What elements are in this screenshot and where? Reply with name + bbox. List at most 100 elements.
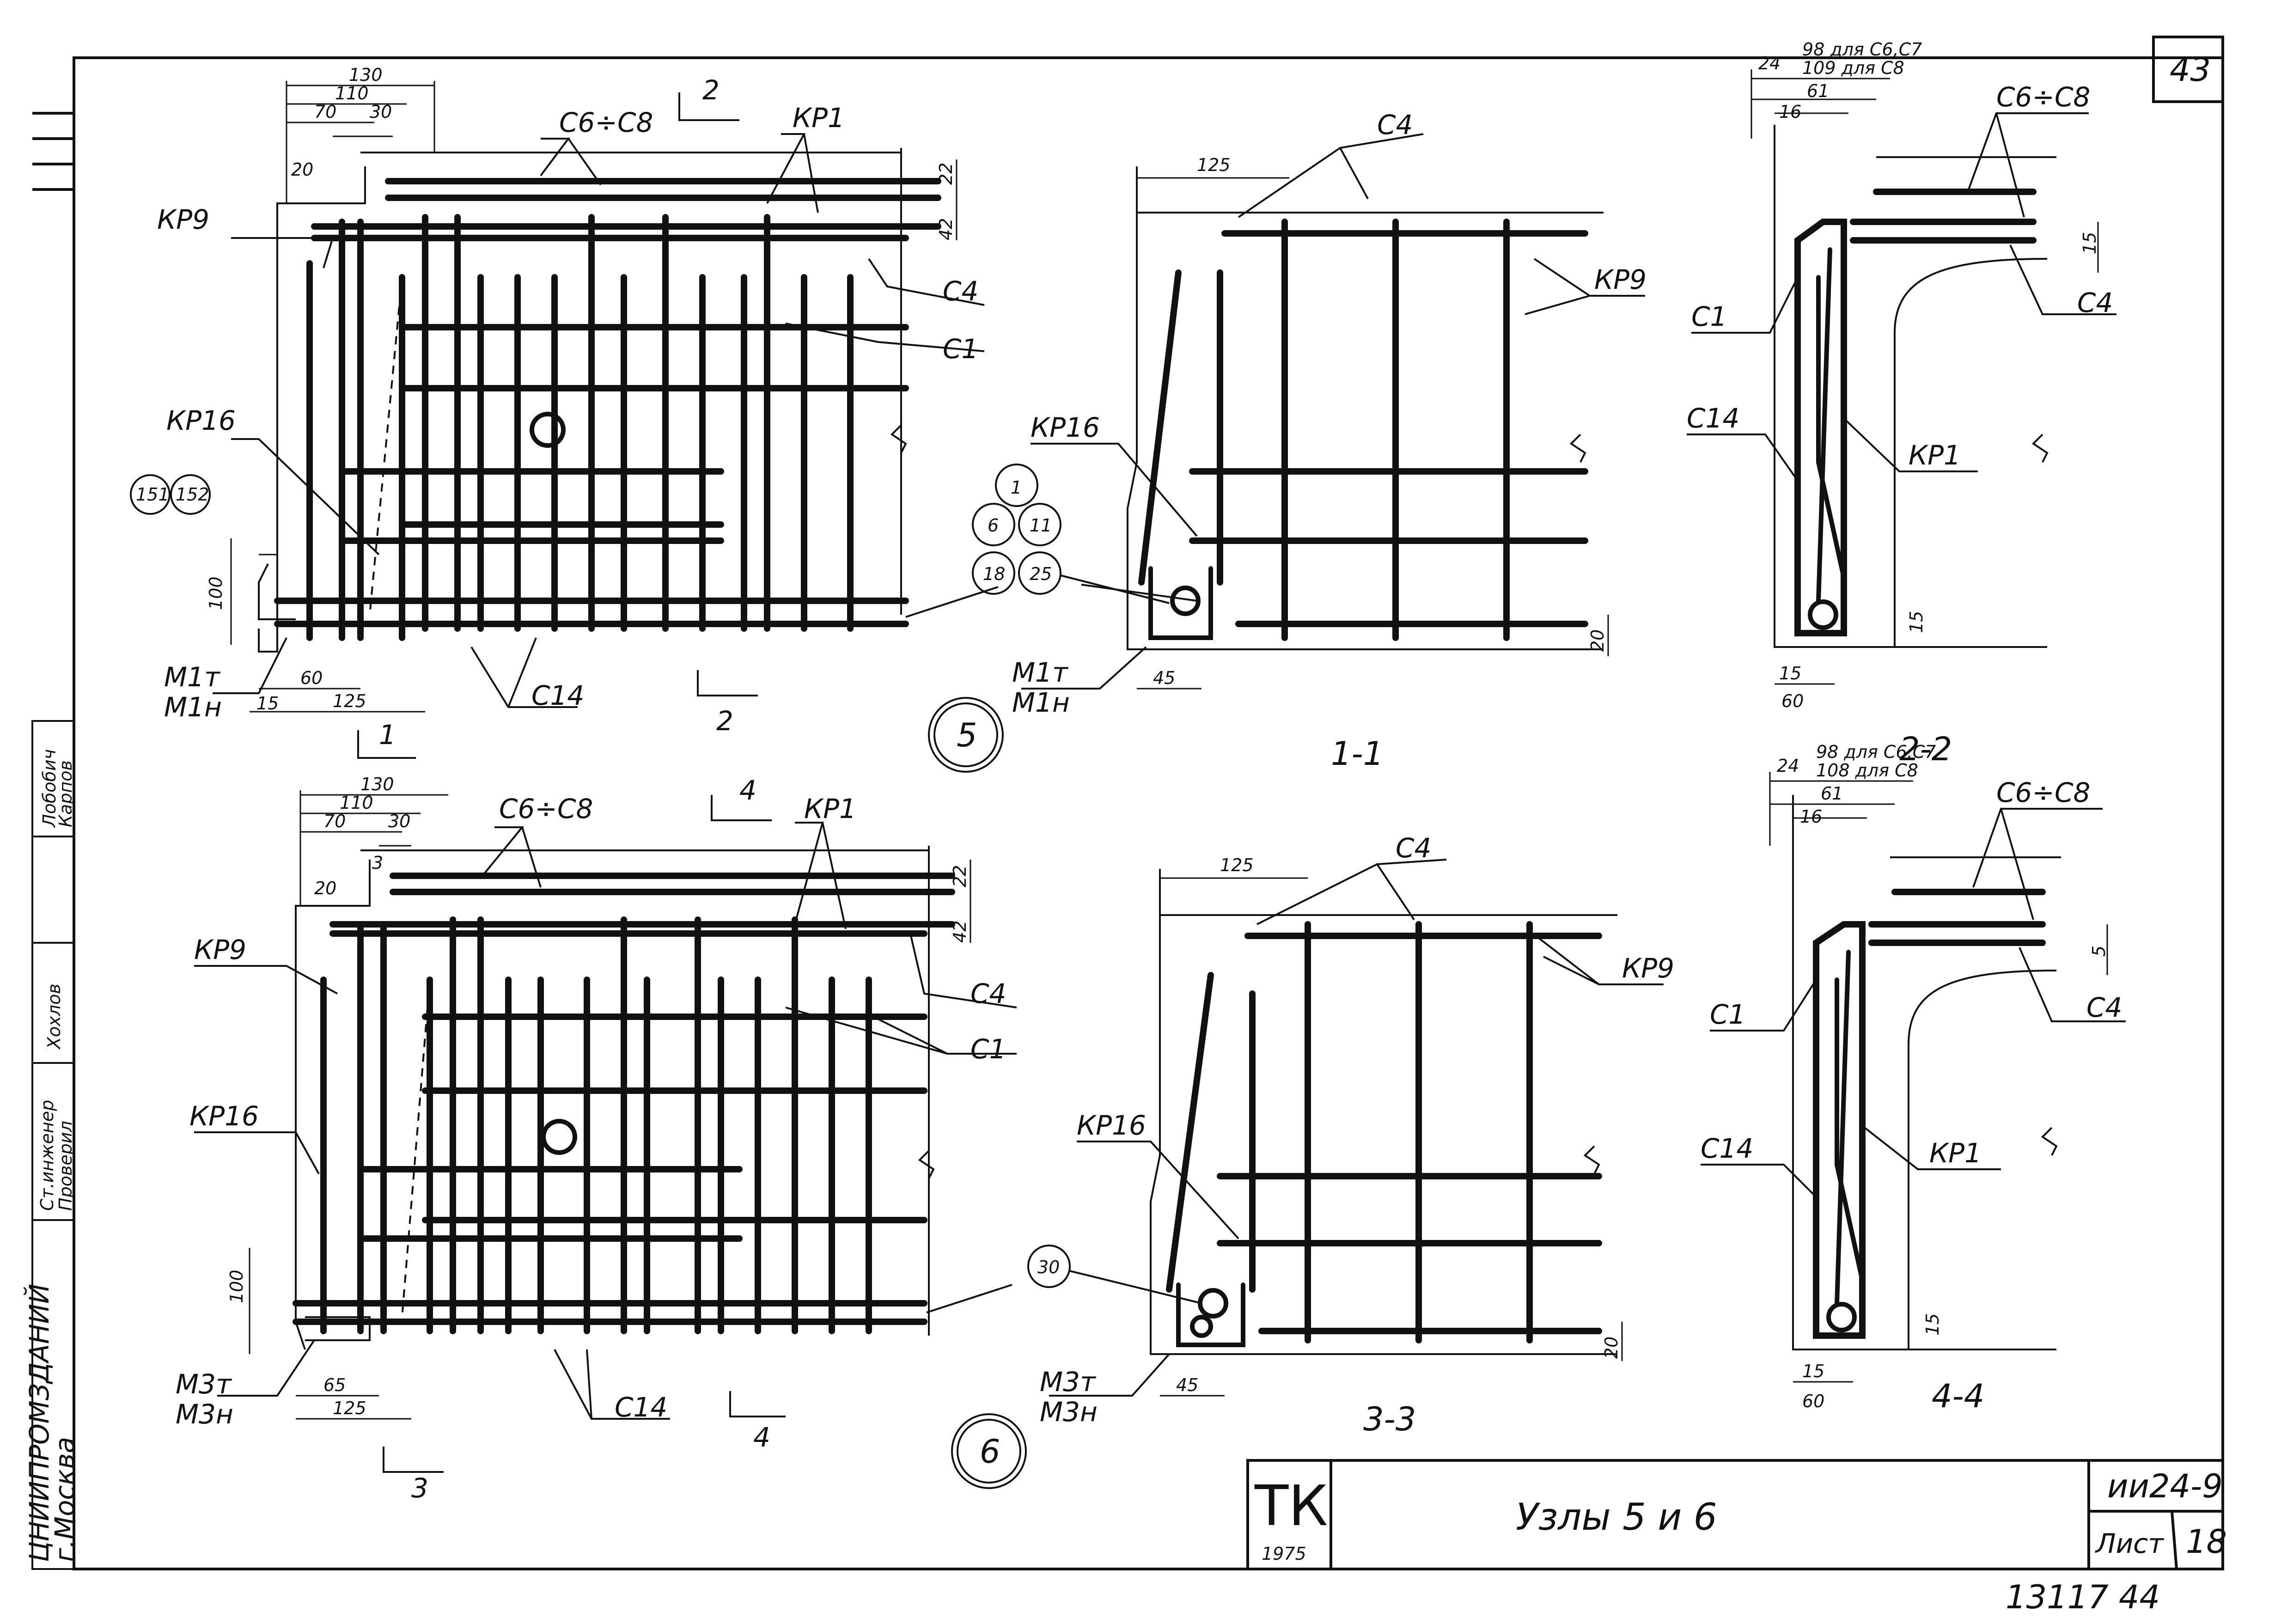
s22-dim-60: 60 (1781, 691, 1804, 711)
s44-dim-5: 5 (2089, 946, 2109, 957)
inventory-number: 13117 44 (2006, 1578, 2160, 1616)
s22-dim-15: 15 (1779, 663, 1801, 684)
svg-text:1: 1 (1011, 477, 1022, 498)
n6-dim-42: 42 (950, 921, 970, 943)
title-year: 1975 (1262, 1544, 1306, 1564)
stamp-role-engineer: Ст.инженер (37, 1100, 57, 1211)
s11-title: 1-1 (1331, 735, 1384, 773)
n6-label-c1: С1 (970, 1033, 1006, 1065)
svg-text:18: 18 (983, 564, 1005, 584)
n6-dim-3: 3 (372, 853, 383, 873)
n6-dim-30: 30 (388, 811, 410, 831)
s44-dim-98: 98 для С6,С7 (1816, 742, 1936, 762)
sheet-label: Лист (2095, 1528, 2165, 1559)
stamp-role-checked: Проверил (55, 1121, 76, 1211)
n5-dim-70: 70 (314, 102, 336, 122)
svg-text:25: 25 (1030, 564, 1052, 584)
s44-label-c6c8: С6÷С8 (1996, 777, 2090, 808)
s11-dim-125: 125 (1197, 155, 1231, 175)
s11-label-m-n: М1н (1012, 687, 1070, 718)
s22-dim-98: 98 для С6,С7 (1802, 39, 1922, 60)
n5-label-m-n: М1н (164, 691, 222, 723)
n5-cut-1: 1 (379, 719, 396, 751)
s22-label-kp1: КР1 (1909, 440, 1961, 471)
s33-label-kp16: КР16 (1077, 1110, 1146, 1141)
s44-dim-61: 61 (1821, 783, 1843, 804)
s33-label-c4: С4 (1396, 832, 1431, 864)
n6-dim-65: 65 (323, 1375, 346, 1395)
node-5-dimensions: 130 110 70 30 20 100 60 125 15 22 42 (206, 65, 957, 714)
n5-ref-circle-151: 151 (130, 474, 171, 515)
s22-label-c6c8: С6÷С8 (1996, 81, 2090, 113)
n5-dim-60: 60 (300, 668, 323, 688)
s44-dim-15: 15 (1802, 1361, 1824, 1381)
n5-cut-2-top: 2 (702, 74, 720, 106)
title-org-code: ТК (1254, 1474, 1328, 1539)
n5-dim-100: 100 (206, 576, 226, 610)
s11-dim-20: 20 (1587, 629, 1608, 652)
title-block: ТК 1975 Узлы 5 и 6 ии24-9 Лист 18 (1246, 1459, 2227, 1570)
s33-label-m-n: М3н (1040, 1396, 1098, 1428)
section-1-1: 125 45 20 С4 КР9 КР16 М1т М1н 1-1 (1012, 109, 1647, 773)
n5-dim-22: 22 (936, 163, 956, 185)
s11-dim-45: 45 (1153, 668, 1175, 688)
svg-text:30: 30 (1037, 1257, 1060, 1277)
stamp-name-1: Лобобич (39, 749, 60, 828)
stamp-city: г.Москва (49, 1437, 80, 1562)
n5-ref-circle-152: 152 (170, 474, 211, 515)
s22-dim-61: 61 (1807, 81, 1829, 101)
n5-label-kp16: КР16 (166, 405, 236, 436)
node-5-badge: 5 (928, 697, 1004, 773)
n5-label-kp9: КР9 (157, 204, 209, 235)
stamp-name-2: Карпов (55, 760, 76, 827)
n6-dim-110: 110 (340, 793, 373, 813)
stamp-org: ЦНИИПРОМЗДАНИЙ (23, 1284, 55, 1562)
node-5-elevation: 130 110 70 30 20 100 60 125 15 22 42 С6÷… (130, 65, 1170, 773)
n6-label-c4: С4 (970, 978, 1006, 1009)
s44-label-c4: С4 (2086, 992, 2122, 1023)
n6-label-kp1: КР1 (804, 793, 856, 824)
node-6-badge: 6 (951, 1413, 1027, 1489)
sheet-number: 18 (2186, 1523, 2227, 1561)
n5-label-c14: С14 (531, 680, 584, 711)
n6-dim-100: 100 (226, 1270, 247, 1303)
s11-label-c4: С4 (1377, 109, 1413, 140)
s11-label-kp9: КР9 (1594, 264, 1647, 295)
s44-title: 4-4 (1932, 1377, 1984, 1415)
s33-label-m-t: М3т (1040, 1366, 1097, 1398)
svg-text:152: 152 (176, 484, 209, 505)
n6-label-m-n: М3н (176, 1398, 233, 1430)
s22-dim-15r: 15 (2080, 232, 2100, 254)
n6-dim-130: 130 (360, 774, 394, 794)
s22-dim-24: 24 (1758, 53, 1781, 73)
n5-dim-110: 110 (335, 83, 369, 104)
s22-label-c4: С4 (2077, 287, 2113, 318)
node-6-dimensions: 130 110 70 30 20 3 100 65 125 22 42 (226, 774, 971, 1420)
s22-dim-109: 109 для С8 (1802, 58, 1904, 78)
n5-label-m-t: М1т (164, 661, 221, 693)
s22-label-c1: С1 (1691, 301, 1727, 332)
n6-dim-125: 125 (333, 1398, 366, 1418)
s44-label-c1: С1 (1710, 999, 1745, 1030)
n6-dim-20: 20 (314, 878, 336, 898)
n6-label-kp16: КР16 (189, 1100, 259, 1132)
s44-dim-108: 108 для С8 (1816, 760, 1918, 781)
n6-label-m-t: М3т (176, 1368, 232, 1400)
s22-dim-16: 16 (1779, 102, 1801, 122)
n6-label-kp9: КР9 (194, 934, 246, 965)
n6-label-c6c8: С6÷С8 (499, 793, 593, 824)
node-6-elevation: 130 110 70 30 20 3 100 65 125 22 42 С6÷С… (176, 774, 1202, 1504)
s44-label-kp1: КР1 (1929, 1137, 1982, 1169)
n5-dim-130: 130 (349, 65, 383, 85)
s44-dim-24: 24 (1777, 756, 1799, 776)
svg-text:6: 6 (980, 1433, 1000, 1471)
n5-label-c6c8: С6÷С8 (559, 107, 653, 138)
stamp-signature: Хохлов (44, 983, 64, 1050)
s44-dim-16: 16 (1800, 806, 1822, 827)
n5-label-c1: С1 (943, 333, 978, 365)
n5-cut-2-bottom: 2 (716, 705, 733, 737)
side-stamp: Лобобич Карпов Хохлов Ст.инженер Провери… (23, 720, 80, 1570)
section-2-2: 24 98 для С6,С7 109 для С8 61 16 15 60 1… (1687, 39, 2116, 768)
page-number: 43 (2170, 51, 2211, 89)
